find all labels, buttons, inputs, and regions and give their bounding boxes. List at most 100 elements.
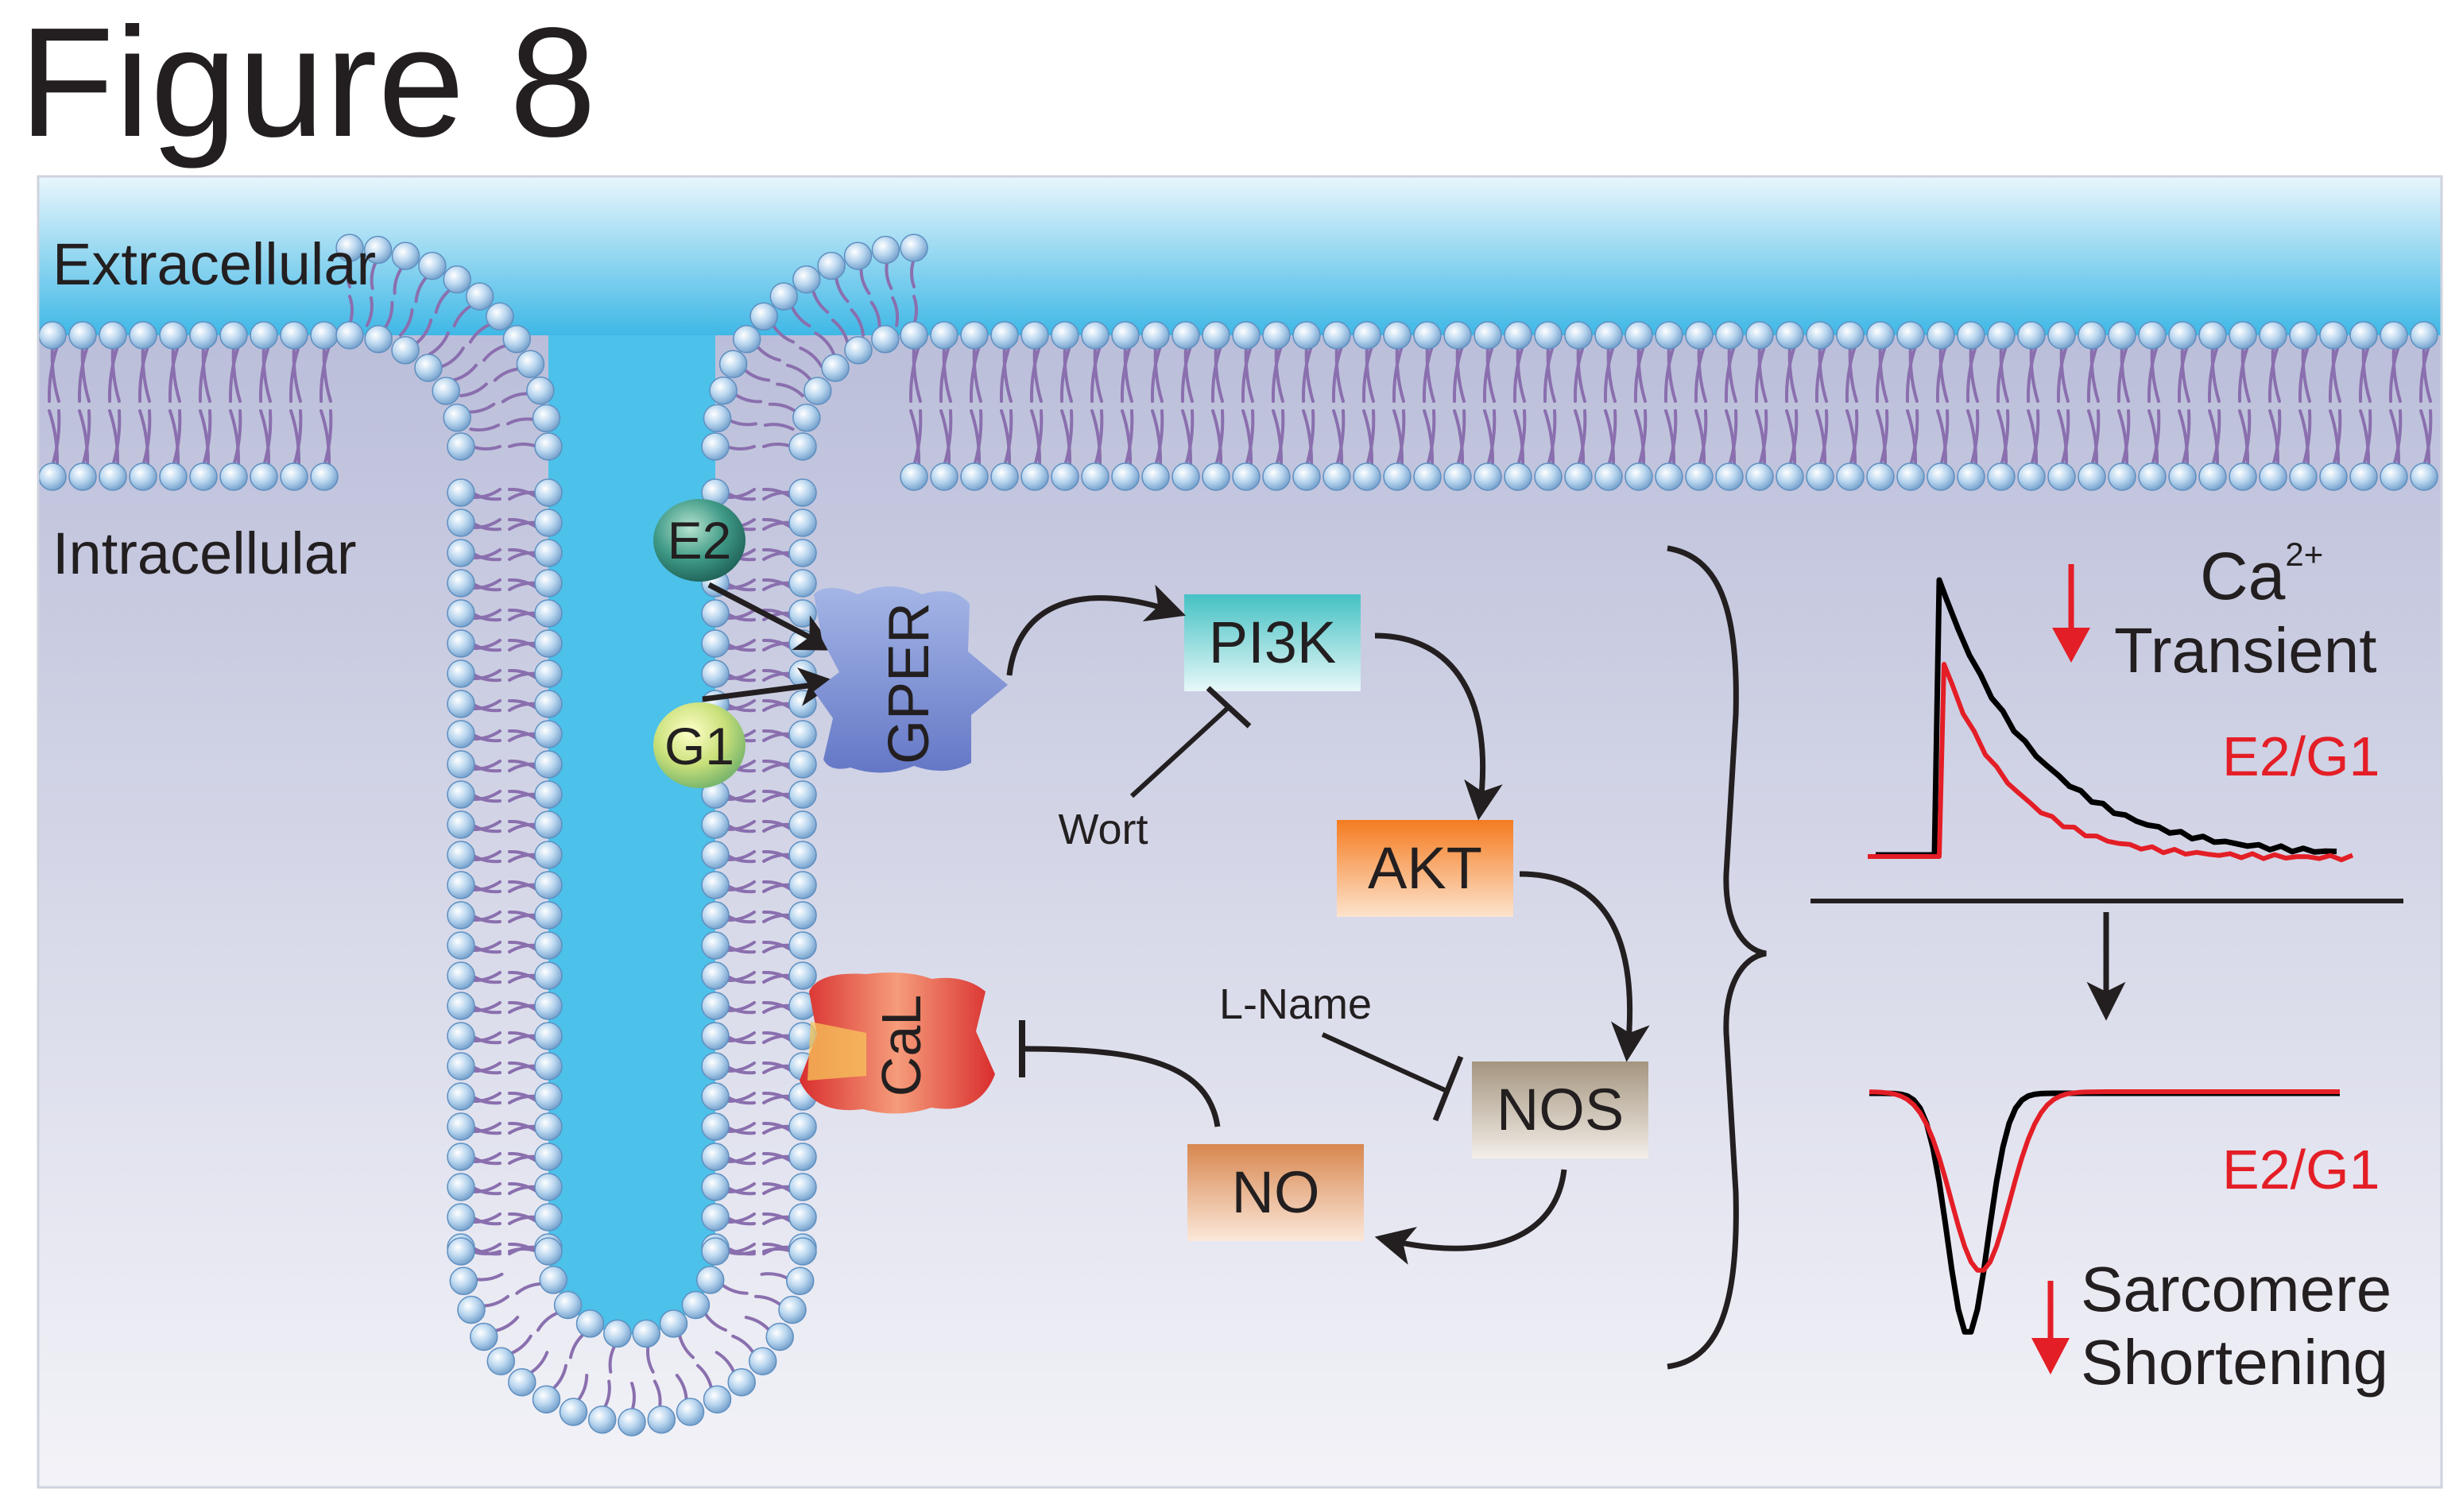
gper-to-pi3k-arrow [1006,584,1186,676]
lipid-tail [1694,345,1706,403]
lipid-tail [2056,345,2068,403]
lipid-head [534,509,563,537]
lipid-head [2198,321,2227,350]
treatment-label-top: E2/G1 [2222,725,2380,787]
lipid-head [447,810,475,839]
lipid-tail [1395,345,1405,403]
lipid-tail [1845,345,1857,403]
lipid-tail [469,423,501,432]
lipid-head [432,377,460,405]
lipid-head [129,462,157,491]
lipid-head [364,325,393,354]
lipid-head [1776,462,1804,491]
lipid-tail [1271,345,1283,403]
lipid-tail [261,345,272,403]
lipid-head [701,1173,730,1201]
lipid-tail [1939,409,1950,467]
lipid-head [2289,321,2318,350]
lipid-tail [471,609,502,621]
lipid-tail [292,345,302,403]
lipid-tail [1663,345,1675,403]
lipid-tail [471,578,502,590]
lipid-head [2380,462,2408,491]
lipid-tail [725,488,756,500]
lipid-head [960,321,989,350]
lipid-head [1323,462,1351,491]
ca-transient-treatment-trace [1868,662,2354,863]
lipid-head [788,720,817,748]
lipid-bilayer-membrane [38,234,2438,1437]
lipid-tail [2271,409,2282,467]
lipid-head [1504,462,1532,491]
lipid-tail [1154,409,1164,467]
lipid-head [1625,321,1653,350]
lipid-head [534,1173,563,1201]
lipid-head [457,1295,486,1324]
lipid-tail [1969,409,1980,467]
lipid-tail [1603,345,1615,403]
lipid-head [703,404,732,433]
lipid-tail [1848,345,1858,403]
gper-receptor: GPER [814,586,1008,773]
lipid-tail [1030,409,1042,467]
lipid-head [930,321,958,350]
lipid-head [486,1347,516,1375]
lipid-tail [2057,409,2069,467]
lipid-tail [725,1031,756,1043]
akt-to-nos-arrow [1519,871,1650,1062]
lipid-tail [289,409,301,467]
lipid-tail [1818,345,1828,403]
lipid-tail [1241,409,1253,467]
lipid-tail [2267,345,2279,403]
lipid-tail [2029,345,2039,403]
lipid-tail [168,345,180,403]
lipid-head [99,462,127,491]
lipid-head [1655,321,1683,350]
lipid-head [701,901,730,930]
lipid-tail [725,850,756,862]
lipid-head [1927,462,1955,491]
lipid-tail [319,409,331,467]
lipid-tail [1516,345,1526,403]
lipid-tail [1785,409,1797,467]
lipid-head [701,841,730,869]
lipid-head [2017,321,2046,350]
lipid-tail [289,345,300,403]
lipid-head [659,1309,688,1338]
lipid-tail [1003,409,1013,467]
lipid-tail [725,941,756,953]
lipid-tail [471,699,502,711]
lipid-head [2410,321,2438,350]
wort-inhibits-pi3k-bar [1206,686,1252,729]
lipid-tail [1272,409,1284,467]
lipid-tail [2240,345,2251,403]
lipid-head [788,432,817,461]
lipid-head [534,1052,563,1081]
nos-box [1472,1061,1648,1158]
lipid-head [1594,321,1623,350]
lipid-head [718,350,748,378]
g1-ligand-sphere [653,702,745,788]
lipid-head [1443,321,1472,350]
lipid-tail [440,346,465,369]
intracellular-label: Intracellular [52,520,357,586]
lipid-tail [1698,409,1708,467]
lipid-head [2349,321,2378,350]
lipid-tail [110,345,121,403]
lipid-tail [2147,345,2159,403]
lipid-head [843,242,873,270]
lipid-head [534,931,563,960]
lipid-tail [909,409,921,467]
lipid-tail [1909,409,1919,467]
lipid-tail [137,345,149,403]
lipid-tail [1754,345,1766,403]
lipid-tail [1755,409,1767,467]
lipid-tail [2207,345,2219,403]
lipid-head [250,321,278,350]
lipid-head [748,1347,777,1375]
lipid-head [749,302,778,331]
lipid-tail [1331,345,1343,403]
lipid-head [2017,462,2046,491]
lipid-tail [1455,345,1466,403]
lipid-tail [725,669,756,681]
